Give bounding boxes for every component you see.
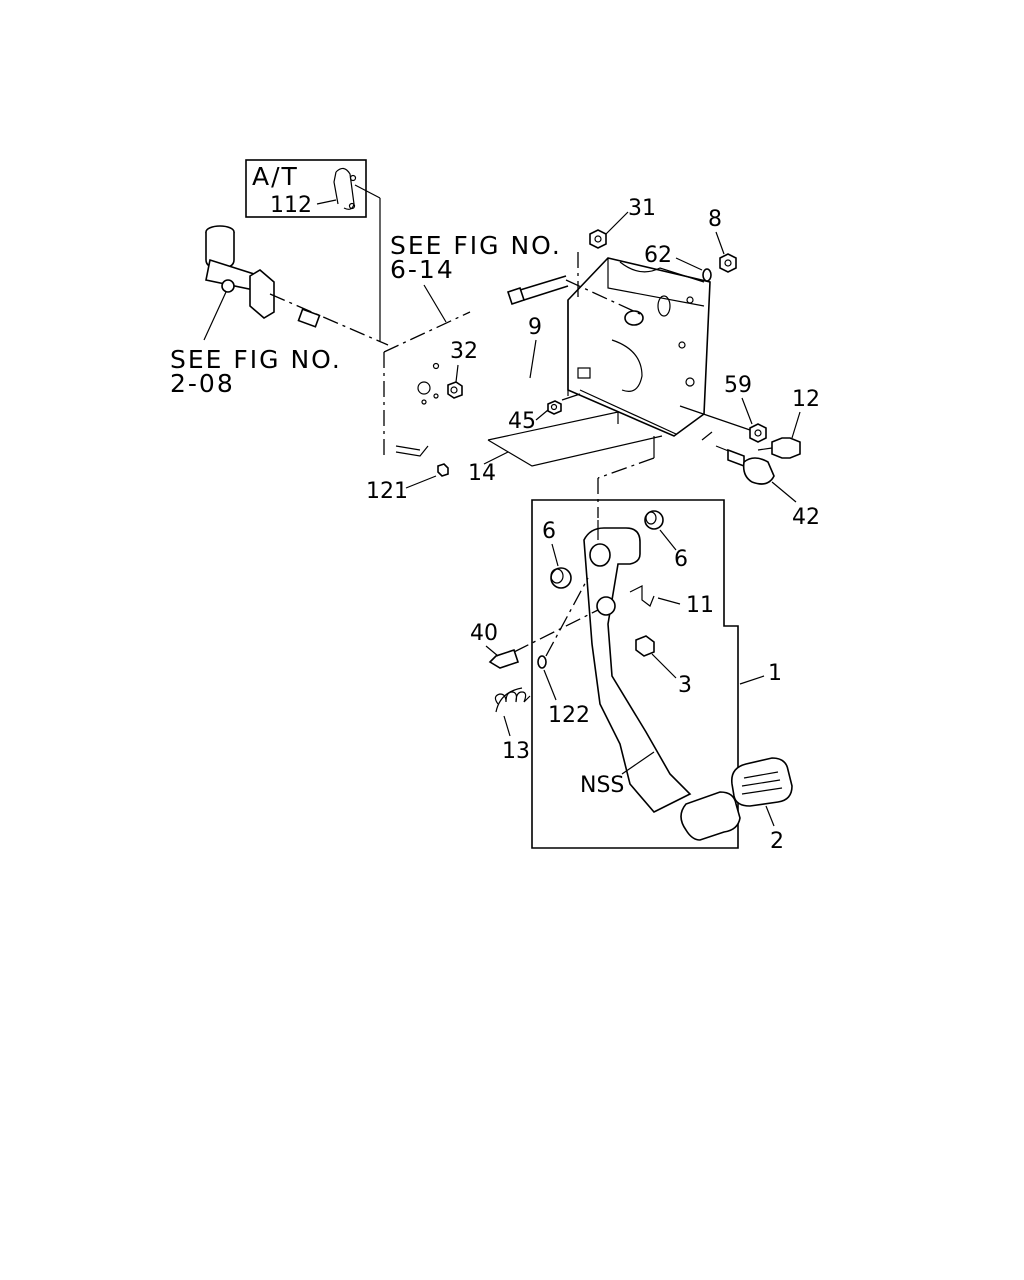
bracket-14-outline	[487, 411, 663, 518]
pin-11	[629, 585, 655, 607]
callout-13: 13	[502, 739, 530, 764]
stopper-3	[635, 635, 655, 657]
callout-11: 11	[686, 593, 714, 618]
firewall-panel	[383, 311, 471, 455]
callout-40: 40	[470, 621, 498, 646]
callout-31: 31	[628, 196, 656, 221]
callout-6-right: 6	[674, 547, 688, 572]
callout-112: 112	[270, 193, 312, 218]
callout-42: 42	[792, 505, 820, 530]
nut-45	[547, 393, 581, 415]
pedal-bracket	[567, 257, 711, 437]
callout-32: 32	[450, 339, 478, 364]
at-inset-box	[245, 159, 367, 218]
callout-6-left: 6	[542, 519, 556, 544]
master-cylinder	[205, 225, 389, 346]
callout-45: 45	[508, 409, 536, 434]
nut-59	[679, 405, 767, 443]
nut-32	[447, 381, 463, 399]
callout-1: 1	[768, 661, 782, 686]
clip-121	[395, 445, 449, 477]
pedal-assembly-outline	[531, 499, 739, 849]
callout-9: 9	[528, 315, 542, 340]
callout-12: 12	[792, 387, 820, 412]
clutch-pedal-arm	[583, 520, 692, 813]
nut-8	[719, 253, 737, 273]
at-label: A/T	[252, 162, 299, 191]
see-fig-6-14-line1: SEE FIG NO.	[390, 231, 562, 260]
callout-59: 59	[724, 373, 752, 398]
callout-121: 121	[366, 479, 408, 504]
bushing-6-left	[550, 567, 572, 589]
nut-31	[577, 229, 607, 300]
callout-62: 62	[644, 243, 672, 268]
see-fig-6-14-line2: 6-14	[390, 255, 455, 284]
pin-40	[488, 609, 599, 669]
pedal-pad-rubber-2	[730, 757, 793, 807]
callout-2: 2	[770, 829, 784, 854]
clip-122	[537, 577, 589, 669]
see-fig-2-08-line1: SEE FIG NO.	[170, 345, 342, 374]
callout-8: 8	[708, 207, 722, 232]
return-spring-13	[494, 687, 531, 713]
switch-42	[701, 431, 775, 485]
callout-3: 3	[678, 673, 692, 698]
bolt-12	[757, 437, 801, 459]
see-fig-2-08-line2: 2-08	[170, 369, 235, 398]
callout-nss: NSS	[580, 773, 624, 798]
bushing-6-right	[644, 510, 664, 530]
pedal-pad	[680, 791, 741, 841]
callout-122: 122	[548, 703, 590, 728]
washer-62	[702, 268, 712, 282]
clip-112-part	[333, 167, 355, 210]
callout-14: 14	[468, 461, 496, 486]
